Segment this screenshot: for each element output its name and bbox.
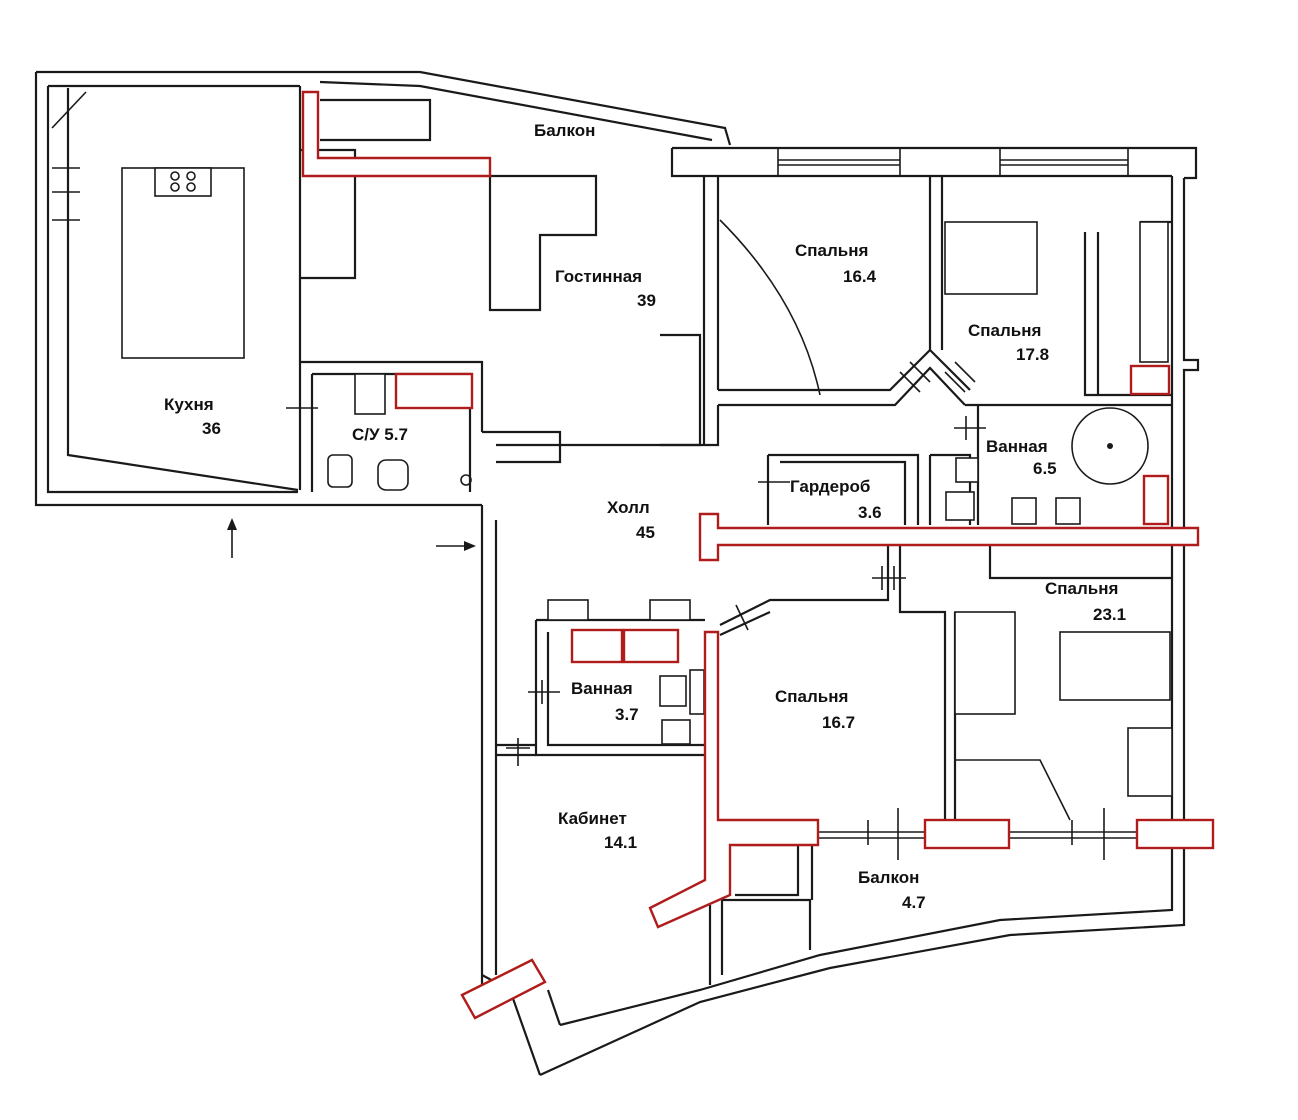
interior-walls [300, 148, 1172, 985]
room-area-spalnya-231: 23.1 [1093, 605, 1126, 624]
entrance-arrows [227, 518, 476, 558]
room-name-garderob: Гардероб [790, 477, 870, 496]
toilet-65 [955, 457, 979, 483]
room-name-spalnya-164: Спальня [795, 241, 868, 260]
room-area-gostinnaya: 39 [637, 291, 656, 310]
room-area-spalnya-164: 16.4 [843, 267, 877, 286]
room-name-holl: Холл [607, 498, 650, 517]
room-area-holl: 45 [636, 523, 655, 542]
cooktop [154, 167, 212, 197]
room-name-gostinnaya: Гостинная [555, 267, 642, 286]
sink-su [354, 373, 386, 415]
wardrobe-178 [1139, 221, 1169, 363]
room-area-garderob: 3.6 [858, 503, 882, 522]
room-area-kabinet: 14.1 [604, 833, 637, 852]
room-name-su: С/У 5.7 [352, 425, 408, 444]
sink-2 [1055, 497, 1081, 525]
room-area-balkon-bottom: 4.7 [902, 893, 926, 912]
wardrobe-231 [1127, 727, 1173, 797]
room-name-spalnya-167: Спальня [775, 687, 848, 706]
bed-178 [944, 221, 1038, 295]
bed-231 [1059, 631, 1171, 701]
room-name-balkon-bottom: Балкон [858, 868, 919, 887]
room-labels: Балкон Гостинная 39 Кухня 36 С/У 5.7 Спа… [164, 121, 1126, 912]
room-area-vannaya-37: 3.7 [615, 705, 639, 724]
cabinet-1 [547, 599, 589, 621]
room-area-vannaya-65: 6.5 [1033, 459, 1057, 478]
room-area-kukhnya: 36 [202, 419, 221, 438]
arrow-right-icon [436, 541, 476, 551]
room-area-spalnya-178: 17.8 [1016, 345, 1049, 364]
door-marks [51, 91, 1105, 860]
bidet-65 [945, 491, 975, 521]
sink-37 [661, 719, 691, 745]
room-name-spalnya-178: Спальня [968, 321, 1041, 340]
bidet-su [377, 459, 409, 491]
desk-231 [954, 611, 1016, 715]
kitchen-island [121, 167, 245, 359]
room-name-kukhnya: Кухня [164, 395, 214, 414]
shower-37 [689, 669, 705, 715]
room-name-balkon-top: Балкон [534, 121, 595, 140]
room-name-vannaya-37: Ванная [571, 679, 633, 698]
room-name-vannaya-65: Ванная [986, 437, 1048, 456]
structural-red [301, 90, 1215, 1020]
sink-1 [1011, 497, 1037, 525]
room-name-kabinet: Кабинет [558, 809, 627, 828]
room-area-spalnya-167: 16.7 [822, 713, 855, 732]
toilet-su [327, 454, 353, 488]
toilet-37 [659, 675, 687, 707]
cabinet-2 [649, 599, 691, 621]
furniture [121, 167, 1173, 797]
arrow-up-icon [227, 518, 237, 558]
room-name-spalnya-231: Спальня [1045, 579, 1118, 598]
outer-walls [34, 70, 1200, 1077]
